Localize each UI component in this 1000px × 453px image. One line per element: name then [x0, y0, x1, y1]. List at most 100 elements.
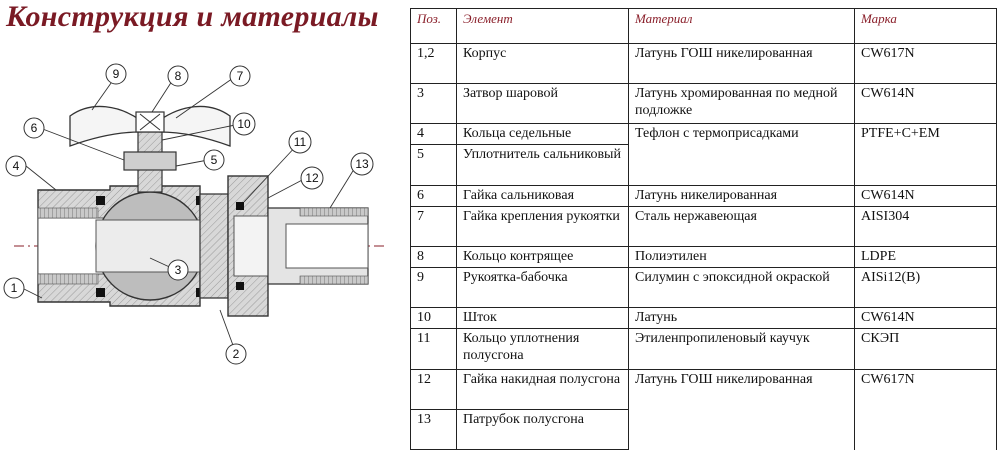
table-row: 6 Гайка сальниковая Латунь никелированна…: [410, 184, 997, 207]
header-mark: Марка: [854, 8, 997, 44]
callout-8: 8: [167, 65, 189, 87]
svg-text:6: 6: [31, 121, 38, 135]
callout-6: 6: [23, 117, 45, 139]
table-row: 11 Кольцо уплотнения полусгона Этиленпро…: [410, 328, 997, 370]
cell-element: Патрубок полусгона: [456, 408, 629, 451]
cell-element: Шток: [456, 307, 629, 329]
cell-pos: 1,2: [410, 42, 457, 84]
header-material: Материал: [628, 8, 855, 44]
cell-element: Кольцо контрящее: [456, 245, 629, 268]
cell-element: Кольца седельные: [456, 123, 629, 145]
materials-table: Поз. Элемент Материал Марка 1,2 Корпус Л…: [410, 8, 997, 451]
callout-2: 2: [225, 343, 247, 365]
callout-7: 7: [229, 65, 251, 87]
cell-mark: CW614N: [854, 307, 997, 329]
callout-10: 10: [232, 112, 256, 136]
callout-9: 9: [105, 63, 127, 85]
valve-cross-section-diagram: 1 2 3 4 5 6 7 8 9 10 11 12 13: [3, 63, 388, 365]
table-row: 12 Гайка накидная полусгона Латунь ГОШ н…: [410, 368, 997, 450]
union-bore: [233, 215, 269, 277]
union-oring-bottom: [236, 282, 244, 290]
union-oring-top: [236, 202, 244, 210]
table-header-row: Поз. Элемент Материал Марка: [410, 8, 997, 44]
cell-element: Гайка сальниковая: [456, 184, 629, 207]
table-row: 3 Затвор шаровой Латунь хромированная по…: [410, 83, 997, 124]
cell-material: Полиэтилен: [628, 245, 855, 268]
cell-element: Кольцо уплотнения полусгона: [456, 328, 629, 370]
svg-text:10: 10: [237, 117, 251, 131]
table-row: 10 Шток Латунь CW614N: [410, 307, 997, 329]
table-row: 4 Кольца седельные Тефлон с термоприсадк…: [410, 123, 997, 186]
cell-element: Гайка крепления рукоятки: [456, 205, 629, 247]
page-title: Конструкция и материалы: [6, 0, 379, 33]
cell-material: Силумин с эпоксидной окраской: [628, 267, 855, 308]
callout-3: 3: [167, 259, 189, 281]
cell-material: Латунь ГОШ никелированная: [628, 368, 855, 450]
cell-pos: 3: [410, 83, 457, 124]
cell-pos: 12: [410, 368, 457, 410]
svg-text:3: 3: [175, 263, 182, 277]
callout-11: 11: [288, 130, 312, 154]
svg-text:8: 8: [175, 69, 182, 83]
thread-right-top: [299, 207, 369, 217]
cell-pos: 10: [410, 307, 457, 329]
cell-material: Латунь хромированная по медной подложке: [628, 83, 855, 124]
cell-pos: 9: [410, 267, 457, 308]
cell-pos: 7: [410, 205, 457, 247]
table-row: 5 Уплотнитель сальниковый: [410, 144, 997, 186]
cell-element: Рукоятка-бабочка: [456, 267, 629, 308]
cell-element: Затвор шаровой: [456, 83, 629, 124]
cell-element: Уплотнитель сальниковый: [456, 144, 629, 186]
seat-ring-left-bottom: [96, 288, 105, 297]
cell-mark: CW614N: [854, 83, 997, 124]
cell-element: Гайка накидная полусгона: [456, 368, 629, 410]
callout-12: 12: [300, 166, 324, 190]
ball-bore: [95, 219, 205, 273]
svg-text:11: 11: [294, 135, 307, 149]
cell-pos: 11: [410, 328, 457, 370]
cell-mark: CW614N: [854, 184, 997, 207]
cell-material: Латунь: [628, 307, 855, 329]
cell-material: Сталь нержавеющая: [628, 205, 855, 247]
table-row: 13 Патрубок полусгона: [410, 408, 997, 451]
table-row: 9 Рукоятка-бабочка Силумин с эпоксидной …: [410, 267, 997, 308]
svg-text:2: 2: [233, 347, 240, 361]
thread-top-left: [37, 207, 99, 219]
union-pipe-bore: [285, 223, 369, 269]
cell-mark: CW617N: [854, 42, 997, 84]
header-element: Элемент: [456, 8, 629, 44]
svg-text:9: 9: [113, 67, 120, 81]
cell-pos: 8: [410, 245, 457, 268]
thread-right-bottom: [299, 275, 369, 285]
callout-1: 1: [3, 277, 25, 299]
table-row: 1,2 Корпус Латунь ГОШ никелированная CW6…: [410, 42, 997, 84]
table-row: 7 Гайка крепления рукоятки Сталь нержаве…: [410, 205, 997, 247]
cell-pos: 5: [410, 144, 457, 186]
cell-material: Латунь никелированная: [628, 184, 855, 207]
table-row: 8 Кольцо контрящее Полиэтилен LDPE: [410, 245, 997, 268]
valve-body-right: [199, 193, 229, 299]
cell-mark: PTFE+C+EM: [854, 123, 997, 186]
svg-text:13: 13: [355, 157, 369, 171]
cell-pos: 6: [410, 184, 457, 207]
cell-element: Корпус: [456, 42, 629, 84]
cell-mark: CW617N: [854, 368, 997, 450]
callout-13: 13: [350, 152, 374, 176]
callout-4: 4: [5, 155, 27, 177]
header-pos: Поз.: [410, 8, 457, 44]
svg-text:1: 1: [11, 281, 18, 295]
thread-bottom-left: [37, 273, 99, 285]
svg-text:5: 5: [211, 153, 218, 167]
cell-pos: 4: [410, 123, 457, 145]
seat-ring-left-top: [96, 196, 105, 205]
cell-pos: 13: [410, 408, 457, 451]
cell-mark: AISi12(B): [854, 267, 997, 308]
svg-text:4: 4: [13, 159, 20, 173]
cell-mark: LDPE: [854, 245, 997, 268]
gland-nut: [123, 151, 177, 171]
cell-material: Тефлон с термоприсадками: [628, 123, 855, 186]
svg-text:7: 7: [237, 69, 244, 83]
svg-text:12: 12: [305, 171, 319, 185]
cell-material: Латунь ГОШ никелированная: [628, 42, 855, 84]
callout-5: 5: [203, 149, 225, 171]
